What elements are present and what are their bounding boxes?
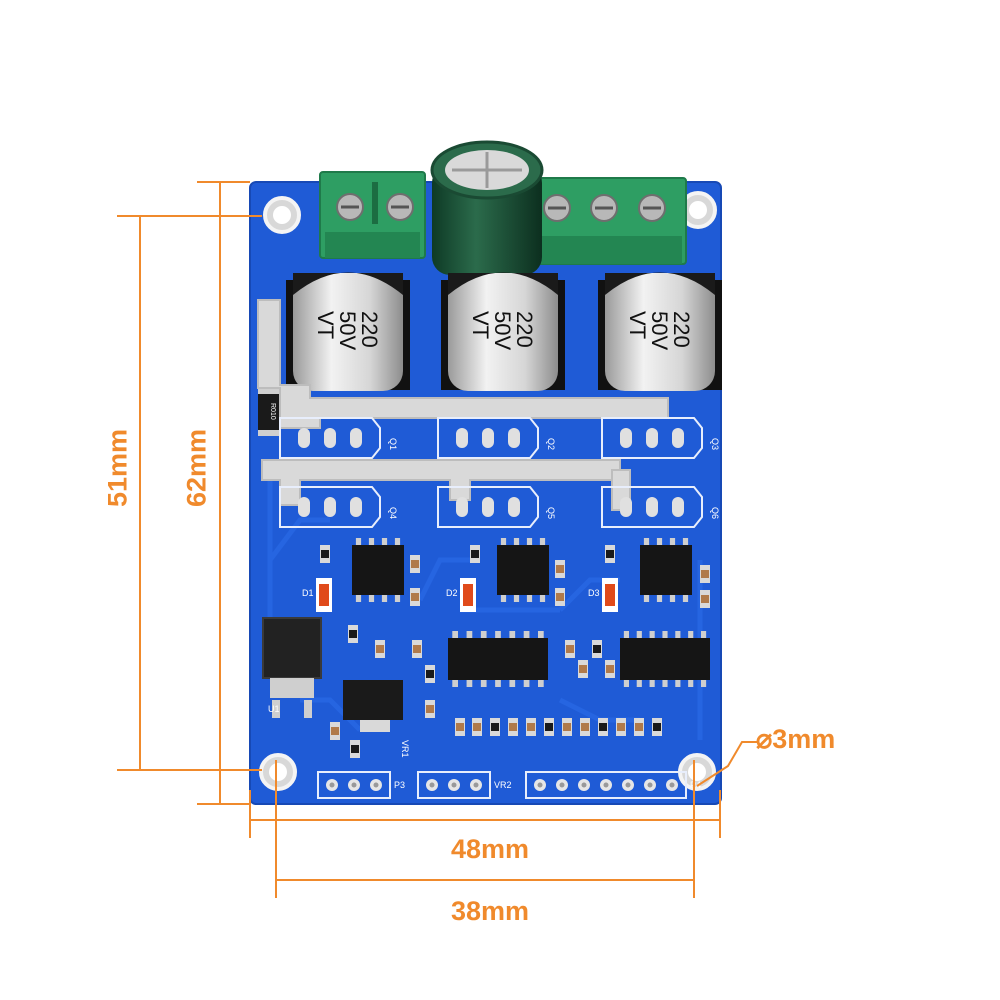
diodes: D1 D2 D3 (302, 578, 618, 612)
diode-d2: D2 (446, 578, 476, 612)
mosfet-label: Q1 (388, 438, 398, 450)
mosfet-label: Q5 (546, 507, 556, 519)
mosfet-label: Q3 (710, 438, 720, 450)
diode-label: D3 (588, 588, 600, 598)
smd-component (555, 588, 565, 606)
dim-label-width-outer: 48mm (450, 834, 530, 864)
smd-component (490, 718, 500, 736)
terminal-block-motor (527, 177, 687, 265)
mosfet-q2: Q2 (437, 417, 556, 459)
dim-label-height-outer: 62mm (181, 428, 212, 508)
diode-d1: D1 (302, 578, 332, 612)
header-label: P4 (690, 780, 701, 790)
voltage-regulator-u1 (262, 617, 322, 718)
mosfet-label: Q2 (546, 438, 556, 450)
smd-component (605, 660, 615, 678)
smd-component (555, 560, 565, 578)
cap-label-series: VT (468, 311, 493, 339)
cap-label-series: VT (313, 311, 338, 339)
shunt-resistor: R010 (258, 388, 280, 436)
smd-component (330, 722, 340, 740)
smd-component (508, 718, 518, 736)
mosfet-q6: Q6 (601, 486, 720, 528)
diode-d3: D3 (588, 578, 618, 612)
cap-label-value: 220 (669, 311, 694, 348)
smd-component (544, 718, 554, 736)
mosfet-label: Q6 (710, 507, 720, 519)
smd-component (410, 588, 420, 606)
controller-ic-2 (620, 631, 710, 687)
smd-component (598, 718, 608, 736)
smd-component (605, 545, 615, 563)
pin-header-p3: P3 (317, 771, 405, 799)
smd-component (348, 625, 358, 643)
dim-label-height-inner: 51mm (102, 428, 133, 508)
gate-driver-2 (497, 538, 549, 602)
gate-driver-3 (640, 538, 692, 602)
header-label: P3 (394, 780, 405, 790)
pin-header-p4: P4 (525, 771, 701, 799)
mounting-holes (259, 191, 717, 791)
smd-component (562, 718, 572, 736)
smd-component (700, 590, 710, 608)
shunt-label: R010 (269, 403, 276, 420)
cap-label-voltage: 50V (335, 311, 360, 350)
smd-component (320, 545, 330, 563)
diode-label: D2 (446, 588, 458, 598)
dim-label-hole-diameter: ⌀3mm (756, 724, 836, 754)
smd-component (565, 640, 575, 658)
smd-component (425, 665, 435, 683)
mosfet-q4: Q4 (279, 486, 398, 528)
pin-header-vr2: VR2 (417, 771, 512, 799)
mosfet-q3: Q3 (601, 417, 720, 459)
mosfet-label: Q4 (388, 507, 398, 519)
integrated-circuits (352, 538, 710, 687)
controller-ic-1 (448, 631, 548, 687)
smd-component (700, 565, 710, 583)
smd-component (350, 740, 360, 758)
header-label: VR2 (494, 780, 512, 790)
smd-component (412, 640, 422, 658)
smd-component (425, 700, 435, 718)
smd-component (472, 718, 482, 736)
cap-label-value: 220 (357, 311, 382, 348)
pin-headers: P3 VR2 P4 (317, 771, 701, 799)
regulator-label-vr1: VR1 (400, 740, 410, 758)
voltage-regulator-vr1 (343, 680, 403, 732)
regulator-label-u1: U1 (268, 704, 280, 714)
smd-component (578, 660, 588, 678)
gate-driver-1 (352, 538, 404, 602)
diode-label: D1 (302, 588, 314, 598)
smd-component (455, 718, 465, 736)
cap-label-voltage: 50V (647, 311, 672, 350)
dim-leader-hole (696, 741, 758, 787)
smd-component (580, 718, 590, 736)
electrolytic-capacitor (430, 140, 544, 275)
mosfet-q1: Q1 (279, 417, 398, 459)
terminal-block-power (319, 171, 426, 259)
smd-component (616, 718, 626, 736)
smd-component (470, 545, 480, 563)
cap-label-series: VT (625, 311, 650, 339)
smd-component (652, 718, 662, 736)
dim-label-width-inner: 38mm (450, 896, 530, 926)
dimension-lines (117, 181, 758, 898)
cap-label-value: 220 (512, 311, 537, 348)
smd-component (592, 640, 602, 658)
smd-component (375, 640, 385, 658)
smd-component (526, 718, 536, 736)
smd-component (634, 718, 644, 736)
cap-label-voltage: 50V (490, 311, 515, 350)
mosfet-q5: Q5 (437, 486, 556, 528)
smd-component (410, 555, 420, 573)
